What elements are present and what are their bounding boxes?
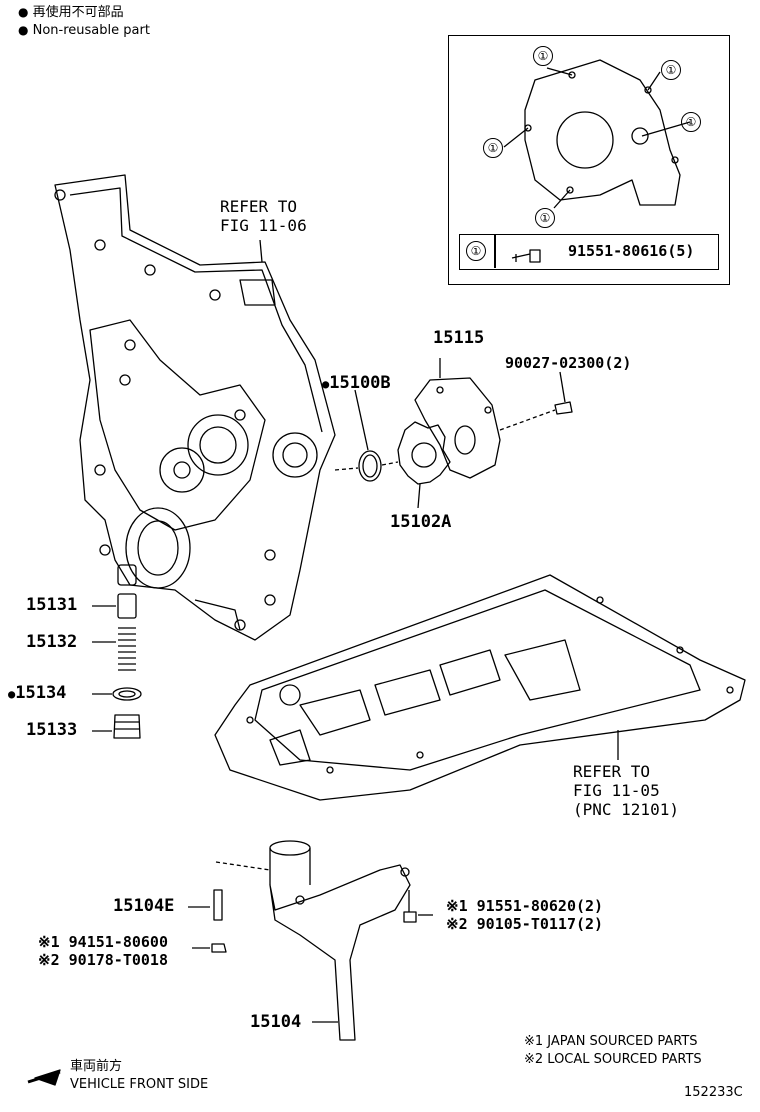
bullet-icon: ● bbox=[18, 5, 29, 19]
part-90105-label: 90105-T0117(2) bbox=[476, 915, 604, 933]
callout-marker: ① bbox=[466, 241, 486, 261]
pump-rotor-drawing bbox=[397, 421, 451, 485]
inset-parts-table: ① 91551-80616(5) bbox=[459, 234, 719, 270]
direction-en: VEHICLE FRONT SIDE bbox=[70, 1077, 209, 1092]
part-91551-80620[interactable]: ※1 91551-80620(2) bbox=[446, 897, 603, 915]
callout-marker: ① bbox=[535, 208, 555, 228]
nut-drawing bbox=[211, 943, 227, 953]
inset-part-number[interactable]: 91551-80616(5) bbox=[568, 242, 695, 260]
part-15104e[interactable]: 15104E bbox=[113, 896, 175, 916]
part-15102a[interactable]: 15102A bbox=[390, 512, 452, 532]
source-mark-1: ※1 bbox=[38, 933, 60, 951]
part-91551-label: 91551-80620(2) bbox=[476, 897, 604, 915]
ref-fig-bottom-line2[interactable]: FIG 11-05 bbox=[573, 781, 660, 800]
part-15100b-label: 15100B bbox=[329, 373, 391, 393]
pump-cover-drawing bbox=[414, 377, 501, 479]
source-mark-1: ※1 bbox=[446, 897, 468, 915]
callout-marker: ① bbox=[661, 60, 681, 80]
legend-en-text: Non-reusable part bbox=[32, 23, 150, 38]
callout-marker: ① bbox=[681, 112, 701, 132]
part-94151[interactable]: ※1 94151-80600 bbox=[38, 933, 168, 951]
source-mark-2: ※2 bbox=[446, 915, 468, 933]
legend-jp-text: 再使用不可部品 bbox=[32, 5, 124, 20]
ref-fig-bottom-line1: REFER TO bbox=[573, 762, 651, 781]
part-15100b[interactable]: ●15100B bbox=[322, 373, 391, 393]
part-15132[interactable]: 15132 bbox=[26, 632, 78, 652]
inset-gasket-drawing bbox=[503, 59, 691, 263]
footnote-local: ※2 LOCAL SOURCED PARTS bbox=[524, 1052, 702, 1067]
part-90027[interactable]: 90027-02300(2) bbox=[505, 354, 632, 372]
part-15115[interactable]: 15115 bbox=[433, 328, 485, 348]
ref-fig-top: REFER TO FIG 11-06 bbox=[220, 197, 307, 235]
figure-id: 152233C bbox=[684, 1085, 743, 1100]
plug-drawing bbox=[113, 714, 141, 739]
part-94151-label: 94151-80600 bbox=[68, 933, 168, 951]
part-90105[interactable]: ※2 90105-T0117(2) bbox=[446, 915, 603, 933]
inset-panel: ① ① ① ① ① ① 91551-80616(5) bbox=[448, 35, 730, 285]
ref-fig-top-line2[interactable]: FIG 11-06 bbox=[220, 216, 307, 235]
oil-strainer-drawing bbox=[269, 840, 411, 1041]
part-15131[interactable]: 15131 bbox=[26, 595, 78, 615]
o-ring-drawing bbox=[358, 450, 382, 482]
ref-fig-top-line1: REFER TO bbox=[220, 197, 298, 216]
callout-marker: ① bbox=[533, 46, 553, 66]
source-mark-2: ※2 bbox=[38, 951, 60, 969]
part-90178[interactable]: ※2 90178-T0018 bbox=[38, 951, 168, 969]
direction-jp: 車両前方 bbox=[70, 1059, 123, 1074]
footnote-japan: ※1 JAPAN SOURCED PARTS bbox=[524, 1034, 698, 1049]
bullet-icon: ● bbox=[322, 377, 330, 391]
relief-spring-drawing bbox=[118, 627, 136, 671]
front-arrow-icon bbox=[24, 1066, 64, 1086]
stud-bolt-drawing bbox=[213, 889, 223, 921]
relief-valve-drawing bbox=[117, 593, 137, 619]
legend-nonreusable-jp: ● 再使用不可部品 bbox=[18, 4, 124, 21]
part-15104[interactable]: 15104 bbox=[250, 1012, 302, 1032]
part-15133[interactable]: 15133 bbox=[26, 720, 78, 740]
bullet-icon: ● bbox=[8, 687, 16, 701]
part-90178-label: 90178-T0018 bbox=[68, 951, 168, 969]
part-15134[interactable]: ●15134 bbox=[8, 683, 66, 703]
timing-chain-cover-drawing bbox=[54, 174, 336, 641]
part-15134-label: 15134 bbox=[15, 683, 67, 703]
legend-nonreusable-en: ● Non-reusable part bbox=[18, 22, 150, 39]
table-divider bbox=[494, 235, 496, 268]
ref-fig-bottom: REFER TO FIG 11-05 (PNC 12101) bbox=[573, 762, 679, 819]
callout-marker: ① bbox=[483, 138, 503, 158]
ref-fig-bottom-line3: (PNC 12101) bbox=[573, 800, 679, 819]
strainer-bolt-drawing bbox=[403, 911, 417, 923]
gasket-drawing bbox=[112, 687, 142, 701]
oil-pan-drawing bbox=[214, 574, 746, 801]
bullet-icon: ● bbox=[18, 23, 29, 37]
